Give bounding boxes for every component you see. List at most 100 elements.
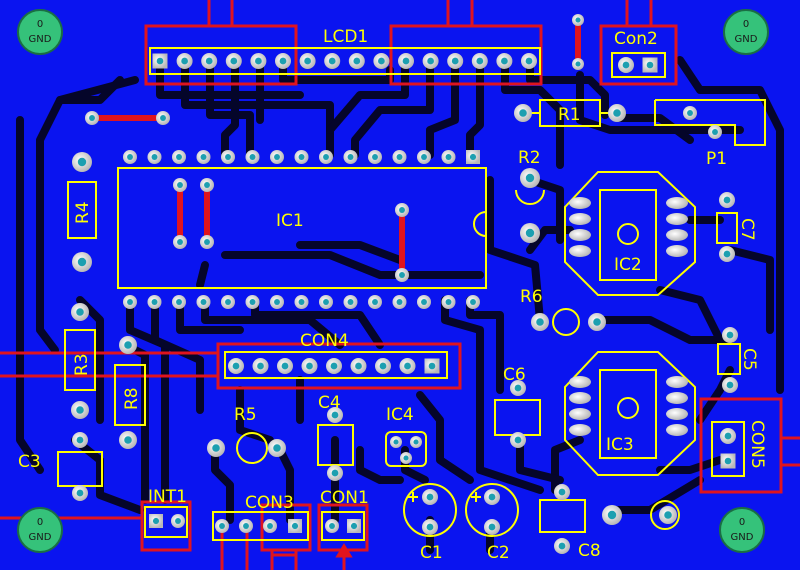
pad-drill-hole — [525, 57, 533, 65]
pad-drill-hole — [76, 489, 84, 497]
ic3-pad — [666, 392, 688, 404]
label-con2: Con2 — [614, 29, 658, 49]
p1-outline — [654, 99, 766, 146]
pad-drill-hole — [724, 432, 732, 440]
pad-drill-hole — [225, 299, 231, 305]
pad-drill-hole — [124, 341, 132, 349]
pad-drill-hole — [76, 308, 84, 316]
pad-drill-hole — [355, 362, 362, 370]
pad-drill-hole — [525, 228, 535, 238]
highlight-con3 — [260, 503, 312, 552]
label-ic1: IC1 — [276, 211, 304, 231]
mount-hole-top-right-zero: 0 — [743, 19, 749, 30]
pad-drill-hole — [372, 299, 378, 305]
pad-drill-hole — [593, 318, 601, 326]
c8-outline — [539, 499, 586, 533]
label-c6: C6 — [503, 365, 526, 385]
pad-drill-hole — [445, 154, 452, 160]
label-r3: R3 — [72, 353, 92, 376]
pad-drill-hole — [427, 57, 434, 65]
con2-outline — [611, 52, 666, 78]
ic3-pad — [666, 408, 688, 420]
r3-outline — [64, 329, 96, 391]
label-ic3: IC3 — [606, 435, 634, 455]
pad-drill-hole — [396, 299, 403, 305]
con4-outline — [224, 351, 448, 379]
label-con3: CON3 — [245, 493, 294, 513]
pad-drill-hole — [646, 61, 654, 69]
mount-hole-bottom-left-zero: 0 — [37, 517, 43, 528]
label-con5: CON5 — [747, 420, 767, 469]
r4-outline — [67, 181, 97, 239]
pad-drill-hole — [323, 154, 329, 160]
pad-drill-hole — [212, 444, 220, 452]
pad-drill-hole — [488, 523, 496, 531]
mount-hole-bottom-right: 0 GND — [719, 507, 765, 553]
pad-drill-hole — [160, 115, 166, 121]
pad-drill-hole — [219, 523, 225, 529]
pad-drill-hole — [372, 154, 378, 160]
c4-outline — [317, 424, 354, 466]
mount-hole-top-right: 0 GND — [723, 9, 769, 55]
pad-drill-hole — [476, 57, 484, 65]
pad-drill-hole — [304, 57, 311, 65]
pad-drill-hole — [331, 469, 339, 477]
pad-drill-hole — [181, 57, 188, 65]
pad-drill-hole — [399, 207, 405, 213]
pad-drill-hole — [558, 542, 566, 550]
ic2-pad — [569, 245, 591, 257]
pad-drill-hole — [664, 511, 672, 519]
pad-drill-hole — [519, 109, 527, 117]
pad-drill-hole — [255, 57, 262, 65]
c7-outline — [716, 212, 738, 244]
pad-drill-hole — [323, 299, 329, 305]
label-r4: R4 — [73, 201, 93, 224]
pad-drill-hole — [396, 154, 403, 160]
label-c2: C2 — [487, 543, 510, 563]
label-lcd1: LCD1 — [323, 27, 368, 47]
pad-drill-hole — [281, 362, 289, 370]
label-r5: R5 — [234, 405, 257, 425]
ic2-pad — [569, 229, 591, 241]
ic2-outline — [564, 171, 696, 296]
ic3-outline — [564, 351, 696, 476]
pad-drill-hole — [723, 196, 731, 204]
pad-drill-hole — [257, 362, 264, 370]
ic2-pad — [666, 229, 688, 241]
pad-drill-hole — [306, 362, 313, 370]
pad-drill-hole — [243, 523, 249, 529]
pad-drill-hole — [421, 154, 427, 160]
label-p1: P1 — [706, 149, 727, 169]
mounting-holes: 0 GND 0 GND 0 GND 0 GND — [17, 9, 769, 553]
pad-drill-hole — [177, 239, 183, 245]
int1-outline — [144, 506, 188, 538]
pad-drill-hole — [613, 109, 621, 117]
pad-drill-hole — [267, 523, 273, 529]
pad-drill-hole — [279, 57, 287, 65]
con1-outline — [321, 511, 365, 541]
copper-tracks — [16, 56, 784, 554]
silkscreen-labels: LCD1 Con2 R1 P1 R2 IC1 R4 IC2 C7 R6 CON4… — [18, 27, 767, 563]
pad-drill-hole — [291, 522, 299, 530]
highlight-con5 — [699, 397, 783, 494]
pad-drill-hole — [347, 299, 354, 305]
mount-hole-top-left-label: GND — [29, 34, 52, 45]
pad-drill-hole — [525, 173, 535, 183]
r6-outline — [552, 308, 580, 336]
label-r6: R6 — [520, 287, 543, 307]
ic3-pad — [569, 424, 591, 436]
pad-drill-hole — [558, 488, 566, 496]
pad-drill-hole — [514, 384, 522, 392]
component-pads — [71, 14, 738, 554]
label-c1: C1 — [420, 543, 443, 563]
pad-drill-hole — [274, 154, 280, 160]
pad-drill-hole — [274, 299, 280, 305]
ic1-outline — [117, 167, 487, 289]
c2-outline — [465, 483, 519, 537]
pad-drill-hole — [232, 362, 240, 370]
pad-drill-hole — [205, 57, 213, 65]
pad-drill-hole — [329, 523, 335, 529]
pad-drill-hole — [76, 436, 84, 444]
label-con1: CON1 — [320, 488, 369, 508]
mount-hole-bottom-left-label: GND — [29, 532, 52, 543]
